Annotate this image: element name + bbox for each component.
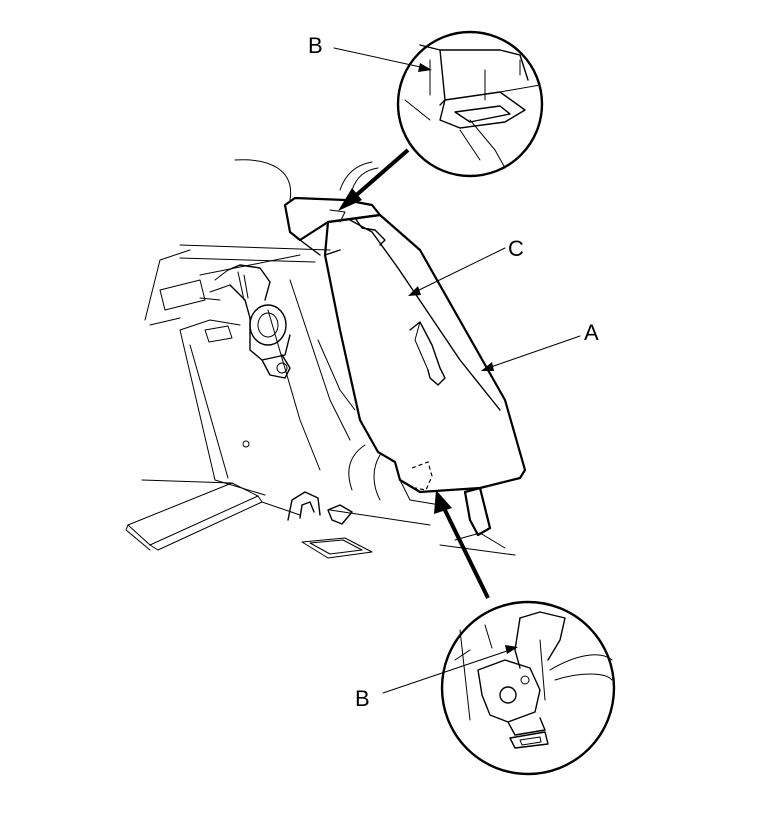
body-structure	[125, 159, 516, 559]
detail-circle-top	[396, 30, 544, 178]
seat-belt-retractor	[199, 264, 291, 379]
trim-panel-a	[283, 196, 527, 537]
detail-circle-bottom	[440, 600, 616, 776]
label-b-bottom: B	[355, 686, 370, 711]
label-b-top: B	[308, 33, 323, 58]
link-arrows	[338, 148, 490, 599]
label-c: C	[508, 236, 524, 261]
callout-leaders	[333, 47, 581, 694]
label-a: A	[584, 320, 599, 345]
